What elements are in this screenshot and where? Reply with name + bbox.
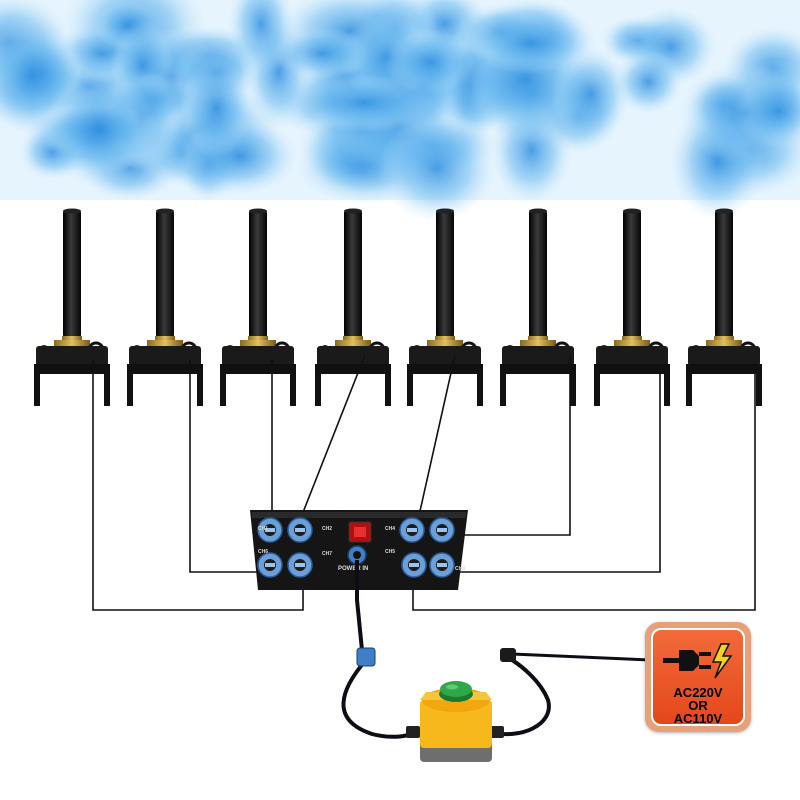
channel-label-ch1: CH1: [258, 526, 268, 532]
channel-label-ch8: CH8: [455, 566, 465, 572]
confetti-cannon-icon: [127, 208, 203, 406]
smoke-puff: [43, 69, 157, 188]
channel-connector[interactable]: [287, 552, 313, 578]
channel-connector[interactable]: [399, 517, 425, 543]
cable-connector-icon: [356, 647, 516, 738]
channel-connector[interactable]: [287, 517, 313, 543]
confetti-cannon-icon: [220, 208, 296, 406]
smoke-puff: [733, 74, 800, 149]
voltage-line-2: OR: [688, 698, 708, 713]
smoke-puff: [378, 114, 496, 223]
channel-label-ch2: CH2: [322, 526, 332, 532]
wiring: [92, 354, 756, 611]
voltage-badge-panel: AC220V OR AC110V: [651, 628, 745, 726]
smoke-puff: [614, 49, 683, 115]
smoke-puff: [384, 28, 476, 95]
smoke-puff: [180, 58, 253, 158]
channel-label-ch4: CH4: [385, 526, 395, 532]
wire-ch6: [189, 360, 268, 573]
voltage-line-3: AC110V: [673, 711, 723, 726]
channel-connector[interactable]: [401, 552, 427, 578]
smoke-puff: [469, 12, 591, 75]
channel-label-ch6: CH6: [258, 549, 268, 555]
blue-smoke-image: [0, 0, 800, 223]
machine-row: [34, 208, 762, 406]
confetti-cannon-icon: [407, 208, 483, 406]
channel-connector[interactable]: [429, 552, 455, 578]
wire-ch5: [450, 365, 661, 573]
channel-label-ch5: CH5: [385, 549, 395, 555]
wire-ch7: [92, 360, 304, 611]
channel-connector[interactable]: [429, 517, 455, 543]
voltage-badge: AC220V OR AC110V: [645, 622, 751, 732]
confetti-cannon-icon: [500, 208, 576, 406]
confetti-cannon-icon: [34, 208, 110, 406]
channel-connector[interactable]: [257, 517, 283, 543]
channel-label-ch7: CH7: [322, 551, 332, 557]
controller-power-label: POWER IN: [338, 566, 368, 572]
wire-ch8: [412, 365, 756, 611]
voltage-line-1: AC220V: [673, 685, 723, 700]
wire-ch3: [417, 354, 456, 521]
wire-ch2: [299, 354, 366, 521]
confetti-cannon-icon: [315, 208, 391, 406]
confetti-cannon-icon: [594, 208, 670, 406]
smoke-puff: [274, 27, 370, 80]
confetti-cannon-icon: [686, 208, 762, 406]
wire-ch4: [448, 355, 571, 536]
channel-connector[interactable]: [257, 552, 283, 578]
push-button-switch-icon[interactable]: [420, 681, 492, 762]
smoke-puff: [550, 46, 631, 141]
smoke-puff: [293, 74, 435, 132]
power-plug-icon: [663, 643, 733, 679]
